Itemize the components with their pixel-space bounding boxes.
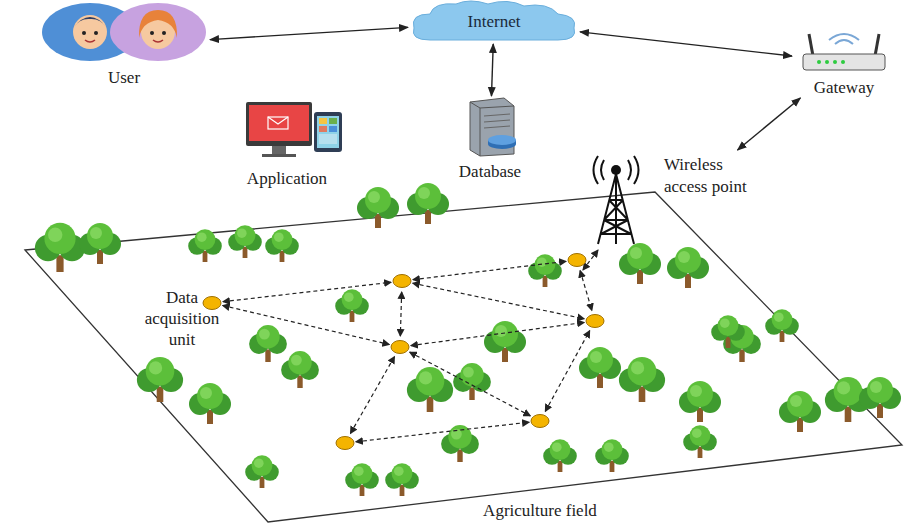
node-label: User [38,68,210,88]
text-label: Application [232,168,342,189]
database-icon [460,96,520,158]
field-outline [25,192,902,522]
connector-arrow [738,98,801,150]
connector-arrow [491,44,493,96]
node-label: Gateway [792,78,896,98]
application-icon [246,102,342,157]
connector-arrow [210,27,408,39]
icon-node: Wireless access point [572,150,782,250]
connector-arrow [580,32,792,56]
sensor-dots [203,254,604,450]
icon-node: Gateway [792,26,896,98]
cloud-node: Internet [408,0,580,44]
text-label: Agriculture field [450,500,630,521]
sensor-links [223,250,598,442]
node-label: Database [445,162,535,182]
icon-node: User [38,2,210,88]
node-label: Wireless access point [664,154,764,198]
trees [35,183,901,496]
text-label: Data acquisition unit [130,287,234,350]
user-icon [40,2,208,64]
icon-node: Database [445,96,535,182]
tower-icon [576,154,656,246]
gateway-icon [799,26,889,74]
node-label: Internet [408,0,580,44]
